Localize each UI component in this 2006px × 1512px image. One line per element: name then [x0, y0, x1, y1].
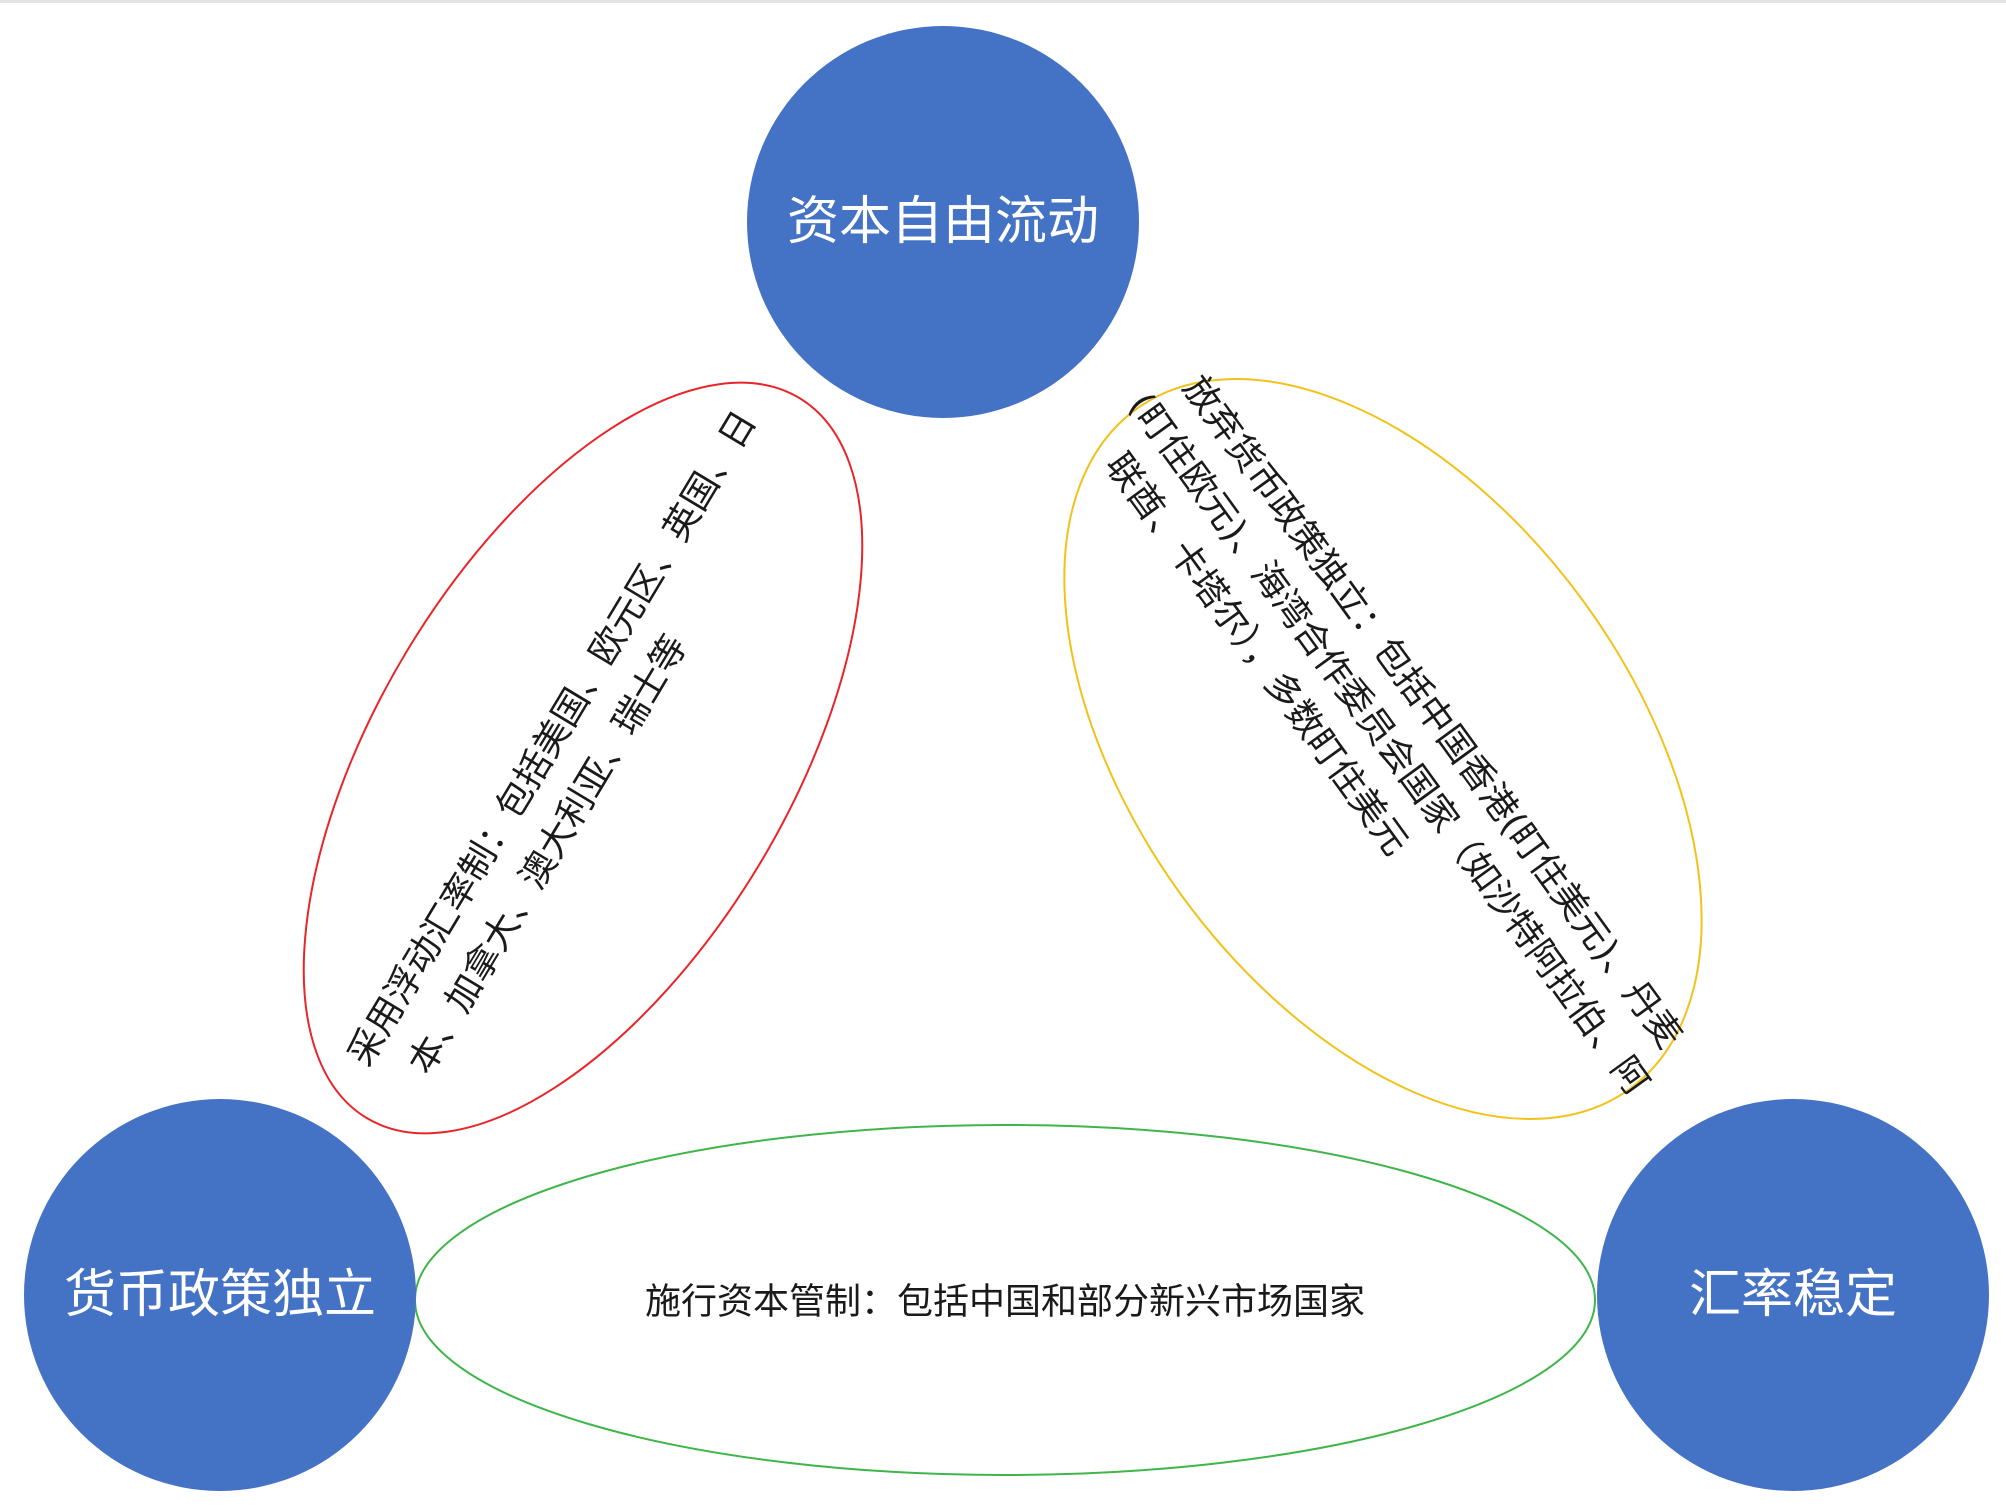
node-exchange-stability: 汇率稳定	[1597, 1099, 1989, 1491]
top-border	[0, 0, 2006, 3]
floating-rate-ellipse	[302, 381, 864, 1135]
node-monetary-independence: 货币政策独立	[24, 1099, 416, 1491]
node-monetary-independence-label: 货币政策独立	[64, 1265, 376, 1325]
node-exchange-stability-label: 汇率稳定	[1689, 1265, 1897, 1325]
capital-control-text: 施行资本管制：包括中国和部分新兴市场国家	[645, 1282, 1365, 1323]
node-capital-flow: 资本自由流动	[747, 26, 1139, 418]
floating-rate-line-2: 本、加拿大、澳大利亚、瑞士等	[401, 628, 696, 1081]
node-exchange-stability-circle	[1597, 1099, 1989, 1491]
node-monetary-independence-circle	[24, 1099, 416, 1491]
give-up-monetary-line-1: 放弃货币政策独立：包括中国香港(盯住美元)、丹麦	[1174, 369, 1689, 1057]
floating-rate-text: 采用浮动汇率制：包括美国、欧元区、英国、日 本、加拿大、澳大利亚、瑞士等	[340, 404, 765, 1081]
give-up-monetary-ellipse	[1063, 378, 1703, 1120]
node-capital-flow-label: 资本自由流动	[787, 192, 1099, 252]
give-up-monetary-line-2: (盯住欧元)、海湾合作委员会国家（如沙特阿拉伯、阿	[1120, 386, 1656, 1103]
floating-rate-line-1: 采用浮动汇率制：包括美国、欧元区、英国、日	[340, 404, 765, 1073]
give-up-monetary-text: 放弃货币政策独立：包括中国香港(盯住美元)、丹麦 (盯住欧元)、海湾合作委员会国…	[1097, 369, 1690, 1103]
node-capital-flow-circle	[747, 26, 1139, 418]
